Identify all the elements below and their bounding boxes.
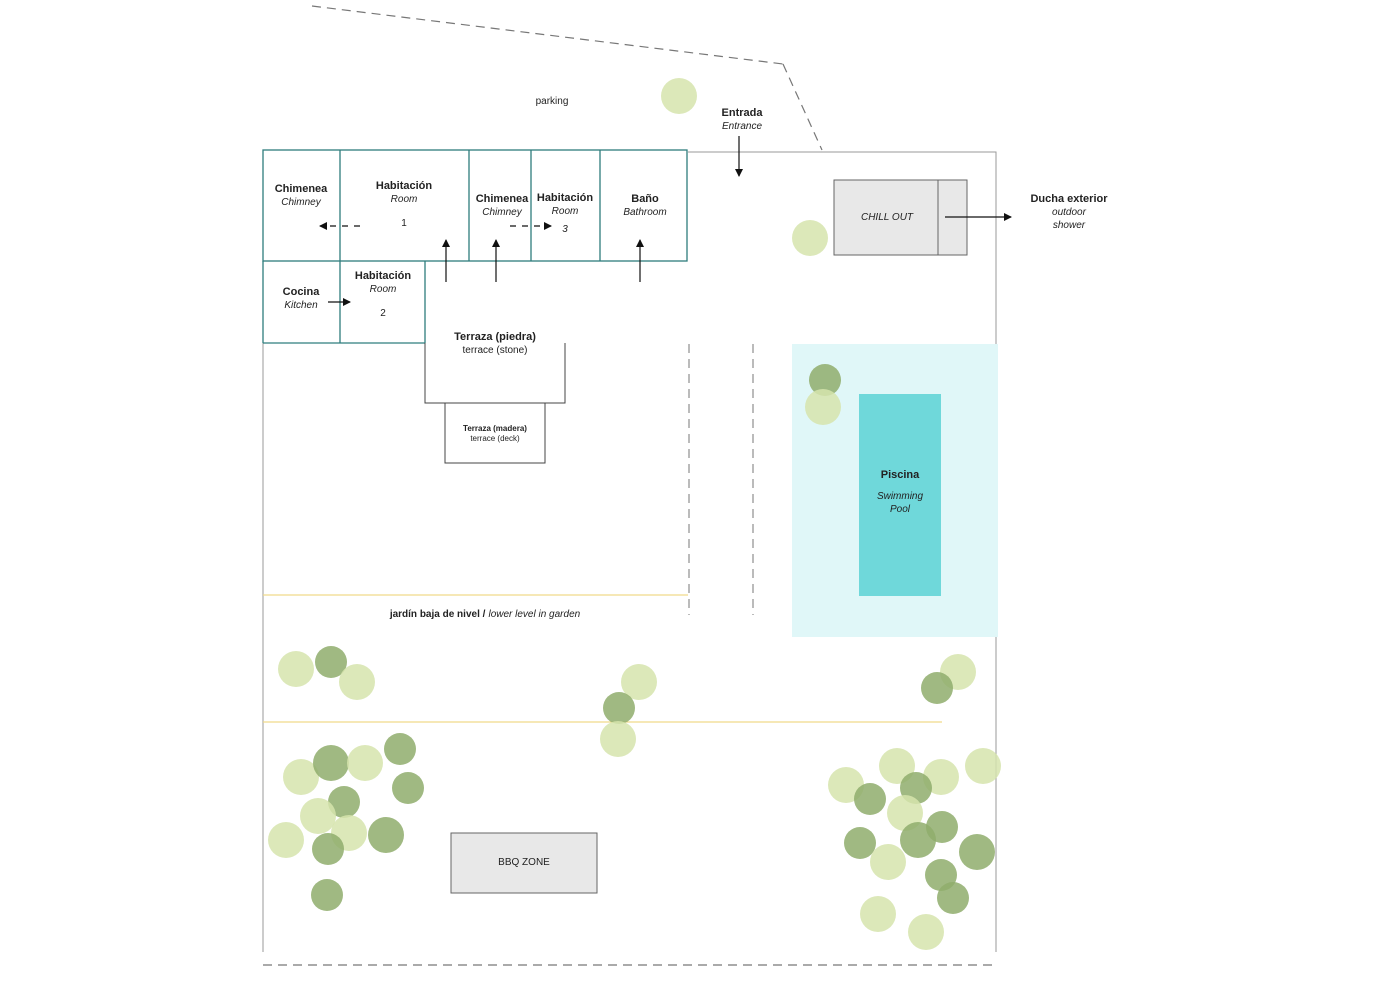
terrace-stone-es: Terraza (piedra) [454, 331, 536, 343]
trees [268, 78, 1001, 950]
room2-en: Room [369, 284, 397, 295]
tree [661, 78, 697, 114]
garden-level-lines [263, 594, 942, 723]
tree [283, 759, 319, 795]
tree [368, 817, 404, 853]
tree [879, 748, 915, 784]
entrance-en: Entrance [721, 121, 763, 132]
kitchen-label: Cocina Kitchen [266, 286, 336, 312]
driveway-lines [688, 344, 754, 615]
tree [313, 745, 349, 781]
terrace-deck-label: Terraza (madera) terrace (deck) [446, 424, 544, 444]
tree [384, 733, 416, 765]
tree [854, 783, 886, 815]
room2-num: 2 [380, 308, 386, 319]
pool-en1: Swimming [876, 491, 924, 502]
room3-en: Room [551, 206, 579, 217]
tree [860, 896, 896, 932]
room1-label: Habitación Room 1 [360, 180, 448, 230]
chimney-left-label: Chimenea Chimney [266, 183, 336, 209]
room2-label: Habitación Room 2 [342, 270, 424, 320]
bathroom-label: Baño Bathroom [606, 193, 684, 219]
tree [923, 759, 959, 795]
terrace-deck-en: terrace (deck) [470, 434, 520, 443]
room1-num: 1 [401, 218, 407, 229]
room2-es: Habitación [354, 270, 412, 282]
tree [908, 914, 944, 950]
tree [921, 672, 953, 704]
outdoor-shower-es: Ducha exterior [1030, 193, 1108, 205]
kitchen-en: Kitchen [284, 300, 318, 311]
garden-label: jardín baja de nivel / lower level in ga… [360, 608, 610, 621]
tree [339, 664, 375, 700]
tree [278, 651, 314, 687]
chimney-mid-es: Chimenea [475, 193, 529, 205]
tree [937, 882, 969, 914]
tree [870, 844, 906, 880]
room3-num: 3 [562, 224, 568, 235]
tree [809, 364, 841, 396]
tree [792, 220, 828, 256]
chimney-left-en: Chimney [281, 197, 321, 208]
outdoor-shower-en1: outdoor [1052, 207, 1086, 218]
outdoor-shower-label: Ducha exterior outdoor shower [1018, 193, 1120, 232]
chill-out-label: CHILL OUT [860, 212, 914, 223]
chill-out-box [833, 179, 968, 256]
terraces [424, 343, 566, 464]
entrance-label: Entrada Entrance [700, 107, 784, 133]
chimney-mid-en: Chimney [482, 207, 522, 218]
chimney-mid-label: Chimenea Chimney [472, 193, 532, 219]
pool-es: Piscina [880, 469, 920, 481]
tree [347, 745, 383, 781]
kitchen-es: Cocina [282, 286, 320, 298]
terrace-deck-es: Terraza (madera) [463, 424, 527, 433]
chimney-left-es: Chimenea [274, 183, 328, 195]
tree [312, 833, 344, 865]
garden-es: jardín baja de nivel / [389, 609, 486, 620]
tree [392, 772, 424, 804]
bathroom-en: Bathroom [623, 207, 667, 218]
terrace-stone-en: terrace (stone) [462, 345, 528, 356]
tree [887, 795, 923, 831]
room1-es: Habitación [375, 180, 433, 192]
tree [926, 811, 958, 843]
tree [315, 646, 347, 678]
tree [965, 748, 1001, 784]
arrows [319, 136, 1012, 306]
pool-label: Piscina Swimming Pool [859, 469, 941, 516]
tree [328, 786, 360, 818]
room3-label: Habitación Room 3 [532, 192, 598, 236]
tree [311, 879, 343, 911]
tree [300, 798, 336, 834]
garden-en: lower level in garden [488, 609, 581, 620]
house-walls [262, 149, 688, 344]
outdoor-shower-en2: shower [1052, 220, 1086, 231]
tree [844, 827, 876, 859]
tree [805, 389, 841, 425]
entrance-es: Entrada [721, 107, 763, 119]
tree [268, 822, 304, 858]
room3-es: Habitación [536, 192, 594, 204]
bbq-label: BBQ ZONE [498, 857, 550, 868]
terrace-stone-label: Terraza (piedra) terrace (stone) [440, 331, 550, 357]
room1-en: Room [390, 194, 418, 205]
bbq-zone-box [450, 832, 598, 894]
tree [603, 692, 635, 724]
tree [600, 721, 636, 757]
tree [621, 664, 657, 700]
pool-en2: Pool [889, 504, 910, 515]
bathroom-es: Baño [631, 193, 659, 205]
property-boundary [262, 5, 998, 966]
parking-label: parking [535, 96, 569, 107]
swimming-pool [859, 394, 941, 596]
tree [959, 834, 995, 870]
